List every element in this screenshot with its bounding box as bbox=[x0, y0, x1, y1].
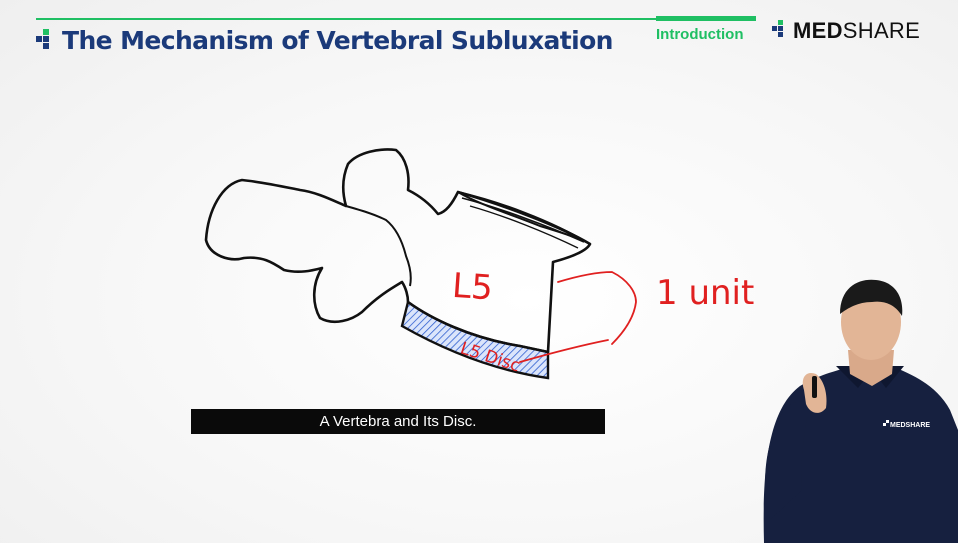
logo-pixel-icon bbox=[772, 20, 790, 42]
section-label: Introduction bbox=[656, 26, 744, 43]
vertebra-inner-line bbox=[345, 205, 412, 287]
header-title-group: The Mechanism of Vertebral Subluxation bbox=[36, 26, 613, 55]
logo-text: MEDSHARE bbox=[793, 18, 921, 43]
section-tab-rule bbox=[656, 16, 756, 21]
shirt-logo: MEDSHARE bbox=[883, 420, 930, 429]
disc-pointer bbox=[519, 339, 609, 363]
medshare-logo: MEDSHARE bbox=[772, 18, 920, 44]
label-l5: L5 bbox=[451, 266, 494, 309]
header-rule bbox=[36, 18, 656, 20]
slide-title: The Mechanism of Vertebral Subluxation bbox=[62, 26, 613, 55]
subtitle-caption: A Vertebra and Its Disc. bbox=[191, 409, 605, 434]
svg-text:MEDSHARE: MEDSHARE bbox=[890, 422, 930, 429]
presenter-figure: MEDSHARE bbox=[763, 279, 958, 543]
bracket-arrow bbox=[557, 271, 637, 345]
label-one-unit: 1 unit bbox=[656, 273, 754, 313]
pixel-cross-icon bbox=[36, 28, 56, 53]
vertebra-outline bbox=[204, 148, 592, 354]
